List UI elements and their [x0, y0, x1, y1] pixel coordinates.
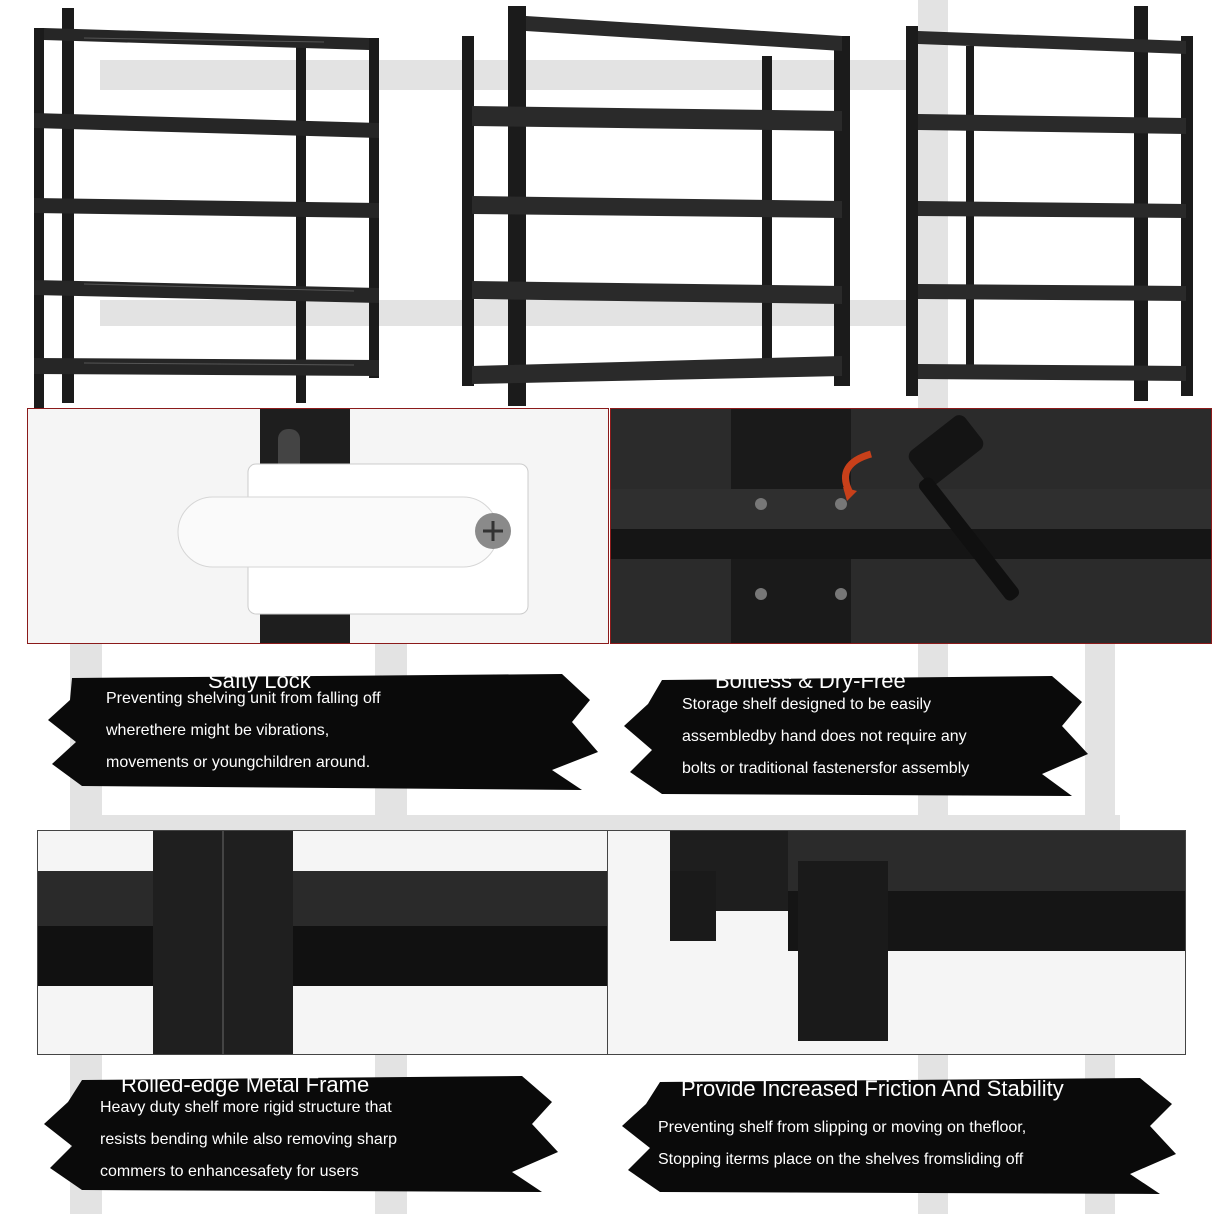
shelf-unit-solid — [462, 6, 850, 406]
detail-panel-boltless — [610, 408, 1212, 644]
shelf-unit-wire — [34, 8, 379, 408]
detail-panel-safety-lock — [27, 408, 609, 644]
curved-arrow-icon — [842, 450, 873, 493]
rubber-mallet-icon — [908, 415, 1020, 601]
caption-brush-1 — [48, 674, 598, 790]
feature-title-friction: Provide Increased Friction And Stability — [681, 1076, 1064, 1101]
feature-line: commers to enhancesafety for users — [100, 1163, 359, 1180]
feature-title-safety-lock: Safty Lock — [208, 668, 311, 693]
feature-line: Stopping iterms place on the shelves fro… — [658, 1151, 1024, 1168]
feature-title-rolled-edge: Rolled-edge Metal Frame — [121, 1072, 370, 1097]
caption-brush-2 — [624, 676, 1088, 796]
feature-line: bolts or traditional fastenersfor assemb… — [682, 760, 970, 777]
feature-line: assembledby hand does not require any — [682, 728, 967, 745]
feature-line: Preventing shelf from slipping or moving… — [658, 1119, 1027, 1136]
detail-panel-friction — [607, 830, 1186, 1055]
safety-lock-clip-icon — [28, 409, 608, 643]
detail-panel-rolled-edge — [37, 830, 609, 1055]
feature-line: resists bending while also removing shar… — [100, 1131, 398, 1148]
feature-line: wherethere might be vibrations, — [106, 722, 330, 739]
feature-line: movements or youngchildren around. — [106, 754, 371, 771]
feature-line: Storage shelf designed to be easily — [682, 696, 932, 713]
caption-brush-4 — [622, 1078, 1176, 1194]
feature-title-boltless: Boltless & Dry-Free — [715, 668, 906, 693]
feature-line: Heavy duty shelf more rigid structure th… — [100, 1099, 392, 1116]
caption-brush-3 — [44, 1076, 558, 1192]
feature-line: Preventing shelving unit from falling of… — [106, 690, 381, 707]
shelf-unit-corner — [906, 6, 1193, 401]
